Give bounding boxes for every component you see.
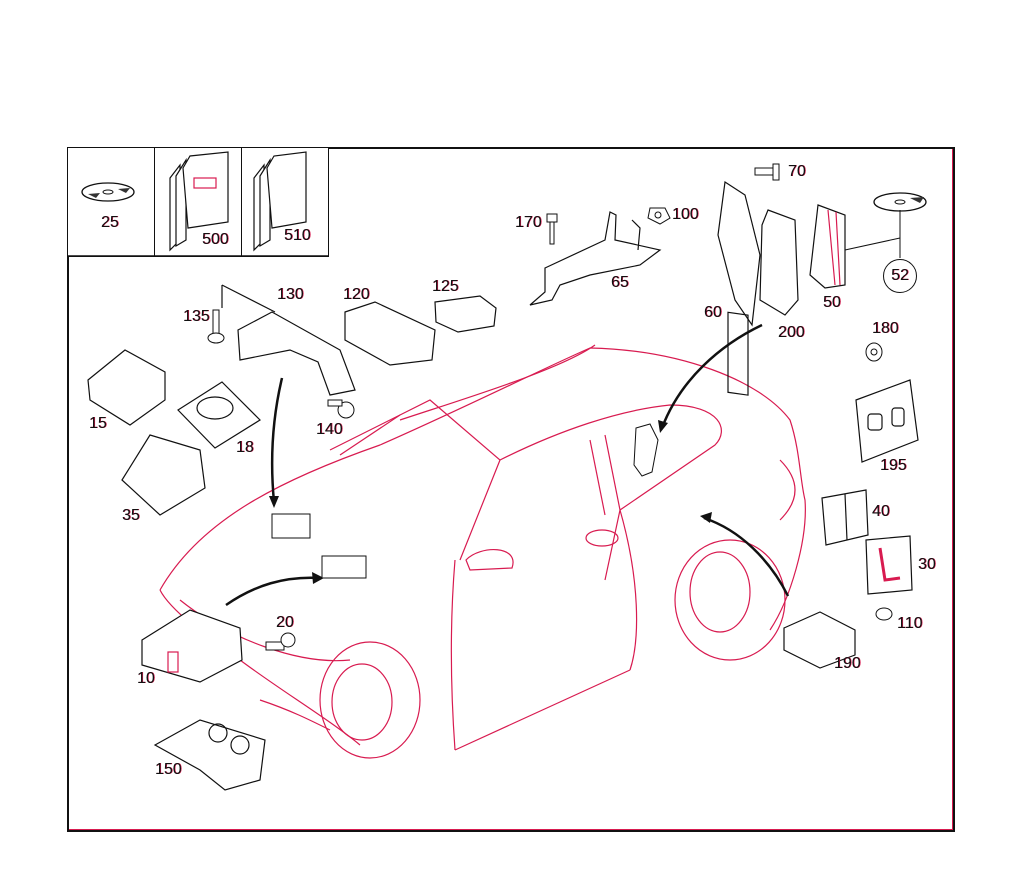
part-nut-110[interactable] [875,607,893,621]
callout-50[interactable]: 50 [823,294,841,311]
part-module-15[interactable] [87,349,166,426]
legend-label-510: 510 [284,227,311,244]
manual-book-icon [169,151,229,252]
part-bracket-195[interactable] [855,379,919,463]
arrows [225,323,790,607]
part-frame-60[interactable] [717,180,761,396]
part-tray-150[interactable] [153,719,266,791]
callout-15[interactable]: 15 [89,415,107,432]
arrowheads [269,420,712,584]
part-module-door[interactable] [633,423,659,477]
diagram-frame [67,147,955,832]
part-bolt-20[interactable] [265,632,296,651]
part-connector-mid[interactable] [271,513,311,539]
part-spacer-180[interactable] [865,342,883,362]
part-connector-arrow[interactable] [321,555,367,579]
callout-60[interactable]: 60 [704,304,722,321]
callout-35[interactable]: 35 [122,507,140,524]
part-bracket-130[interactable] [221,284,356,396]
callout-150[interactable]: 150 [155,761,182,778]
manual-book-icon [253,151,307,252]
part-bolt-70[interactable] [754,163,780,181]
part-bolt-135[interactable] [207,309,225,344]
callout-52[interactable]: 52 [883,259,917,293]
callout-40[interactable]: 40 [872,503,890,520]
callout-125[interactable]: 125 [432,278,459,295]
callout-30[interactable]: 30 [918,556,936,573]
callout-135[interactable]: 135 [183,308,210,325]
cd-disc-icon [81,182,135,202]
callout-195[interactable]: 195 [880,457,907,474]
part-unit-125[interactable] [434,295,497,333]
part-module-35[interactable] [121,434,206,516]
callout-20[interactable]: 20 [276,614,294,631]
callout-180[interactable]: 180 [872,320,899,337]
callout-18[interactable]: 18 [236,439,254,456]
part-unit-50[interactable] [809,204,846,289]
part-module-18[interactable] [177,381,261,449]
callout-200[interactable]: 200 [778,324,805,341]
part-module-40[interactable] [821,489,869,546]
part-module-190[interactable] [783,611,856,669]
part-module-30[interactable] [865,535,913,595]
part-plate-200[interactable] [759,209,799,316]
callout-10[interactable]: 10 [137,670,155,687]
legend-label-500: 500 [202,231,229,248]
part-screw-140[interactable] [327,399,355,419]
legend-label-25: 25 [101,214,119,231]
callout-100[interactable]: 100 [672,206,699,223]
cd-disc-icon[interactable] [873,192,927,212]
part-bracket-65[interactable] [529,211,662,306]
vehicle-outline [159,344,806,759]
callout-110[interactable]: 110 [897,615,923,632]
part-bolt-170[interactable] [546,213,558,245]
callout-140[interactable]: 140 [316,421,343,438]
callout-170[interactable]: 170 [515,214,542,231]
part-radio-10[interactable] [141,609,243,683]
callout-65[interactable]: 65 [611,274,629,291]
callout-190[interactable]: 190 [834,655,861,672]
callout-70[interactable]: 70 [788,163,806,180]
callout-120[interactable]: 120 [343,286,370,303]
callout-130[interactable]: 130 [277,286,304,303]
part-unit-120[interactable] [344,301,436,366]
part-nut-100[interactable] [647,207,671,225]
